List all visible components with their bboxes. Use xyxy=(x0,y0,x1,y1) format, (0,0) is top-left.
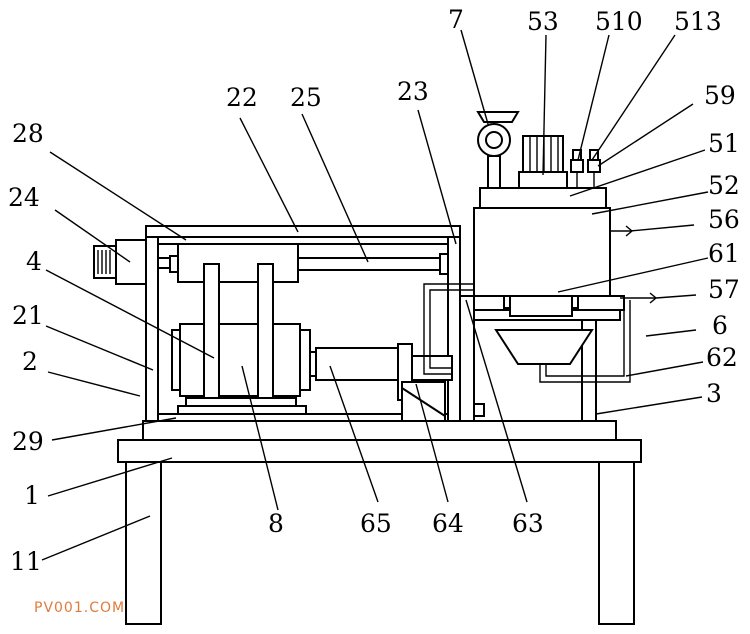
watermark: PV001.COM xyxy=(34,600,125,616)
screw-end-cap xyxy=(439,253,449,275)
label-24: 24 xyxy=(8,183,40,212)
label-28: 28 xyxy=(12,119,44,148)
tank-lid xyxy=(479,187,607,209)
label-22: 22 xyxy=(226,83,258,112)
table-leg-left xyxy=(125,461,162,625)
label-64: 64 xyxy=(432,509,464,538)
mould-flange-right xyxy=(299,329,311,391)
injection-unit xyxy=(309,343,485,422)
frame-top-beam xyxy=(145,225,461,238)
motor-coupling xyxy=(157,257,171,269)
label-65: 65 xyxy=(360,509,392,538)
callout-labels: 7 53 510 513 22 25 23 59 28 51 52 24 56 … xyxy=(8,5,740,576)
label-6: 6 xyxy=(712,311,728,340)
label-59: 59 xyxy=(704,81,736,110)
label-52: 52 xyxy=(708,171,740,200)
screw-start-cap xyxy=(169,255,179,273)
label-56: 56 xyxy=(708,205,740,234)
label-25: 25 xyxy=(290,83,322,112)
pipes xyxy=(423,283,631,383)
label-3: 3 xyxy=(706,379,722,408)
mould-flange-left xyxy=(171,329,181,391)
label-2: 2 xyxy=(22,347,38,376)
table-leg-right xyxy=(598,461,635,625)
label-63: 63 xyxy=(512,509,544,538)
label-29: 29 xyxy=(12,427,44,456)
label-53: 53 xyxy=(527,7,559,36)
frame-post-right xyxy=(447,225,461,422)
label-61: 61 xyxy=(708,239,740,268)
mould-body xyxy=(179,323,301,397)
label-1: 1 xyxy=(24,481,40,510)
tank-body xyxy=(473,207,611,297)
tank-post-left xyxy=(459,295,475,422)
motor-24 xyxy=(93,239,171,285)
nozzle-barrel xyxy=(315,347,399,381)
table-top xyxy=(117,439,642,463)
slider-block xyxy=(177,243,299,283)
left-frame xyxy=(145,225,461,422)
label-23: 23 xyxy=(397,77,429,106)
frame-rail xyxy=(157,236,449,245)
label-11: 11 xyxy=(10,547,42,576)
label-513: 513 xyxy=(674,7,722,36)
base-plate xyxy=(142,420,617,441)
label-510: 510 xyxy=(595,7,643,36)
valve-510 xyxy=(570,159,584,173)
screw-shaft xyxy=(297,257,441,271)
label-7: 7 xyxy=(448,5,464,34)
mould-assembly xyxy=(158,263,448,415)
feed-funnel-7 xyxy=(476,111,520,123)
label-21: 21 xyxy=(12,301,44,330)
top-fittings xyxy=(476,111,601,189)
mould-base xyxy=(185,397,297,407)
mould-foot xyxy=(177,405,307,415)
label-51: 51 xyxy=(708,129,740,158)
hopper-funnel xyxy=(494,329,594,365)
motor-body xyxy=(115,239,147,285)
label-62: 62 xyxy=(706,343,738,372)
screw-rod xyxy=(169,243,449,283)
leader-lines xyxy=(41,29,709,561)
label-8: 8 xyxy=(268,509,284,538)
label-4: 4 xyxy=(26,247,42,276)
tank xyxy=(473,187,658,304)
label-57: 57 xyxy=(708,275,740,304)
